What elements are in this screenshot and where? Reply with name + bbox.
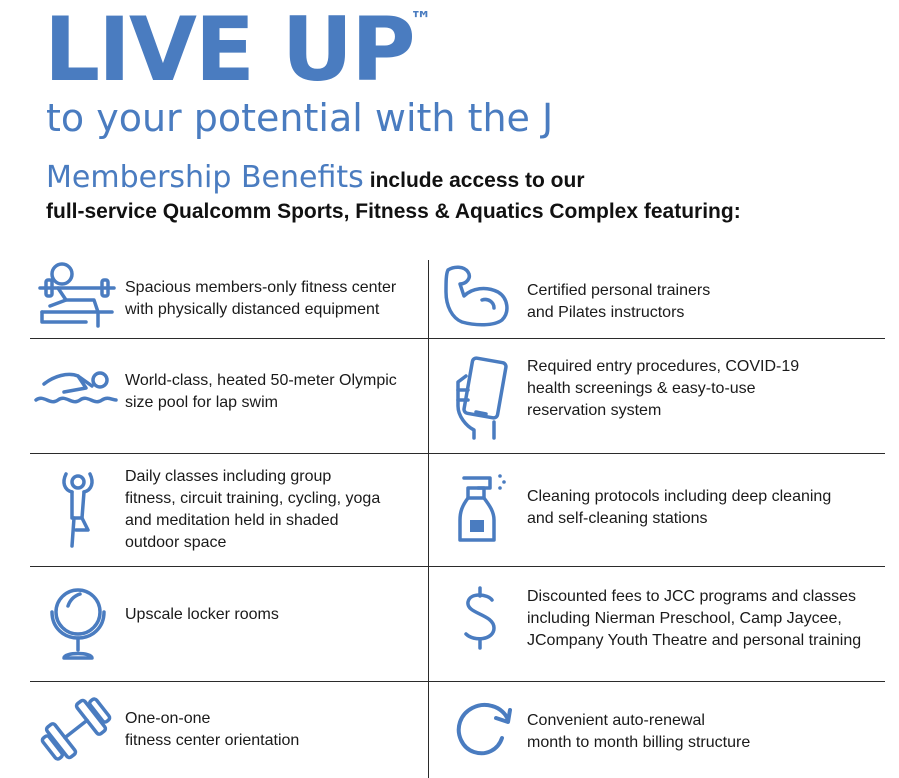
- dumbbell-icon: [38, 696, 114, 762]
- benefit-text: Discounted fees to JCC programs and clas…: [527, 588, 862, 649]
- dollar-sign-icon: [460, 586, 500, 650]
- benefit-text: Required entry procedures, COVID-19 heal…: [527, 358, 800, 419]
- benefit-text: World-class, heated 50-meter Olympic siz…: [125, 372, 397, 411]
- benefits-intro: include access to our: [369, 169, 585, 192]
- weightlifting-bench-icon: [36, 260, 118, 330]
- flexed-arm-icon: [442, 262, 512, 328]
- column-divider: [428, 260, 429, 778]
- trademark-symbol: ™: [410, 8, 432, 33]
- benefit-text: Upscale locker rooms: [125, 606, 279, 623]
- benefit-text: One-on-one fitness center orientation: [125, 710, 300, 749]
- benefits-intro-line2: full-service Qualcomm Sports, Fitness & …: [46, 200, 741, 223]
- row-divider: [30, 338, 885, 339]
- row-divider: [30, 681, 885, 682]
- hand-phone-icon: [452, 356, 508, 440]
- benefit-text: Spacious members-only fitness center wit…: [125, 279, 397, 318]
- spray-bottle-icon: [454, 472, 508, 544]
- benefit-text: Certified personal trainers and Pilates …: [527, 282, 711, 321]
- benefits-grid: Spacious members-only fitness center wit…: [30, 248, 885, 778]
- row-divider: [30, 566, 885, 567]
- benefit-text: Cleaning protocols including deep cleani…: [527, 488, 832, 527]
- benefit-text: Convenient auto-renewal month to month b…: [527, 712, 751, 751]
- yoga-pose-icon: [58, 470, 98, 550]
- benefit-text: Daily classes including group fitness, c…: [125, 468, 381, 551]
- mirror-icon: [48, 582, 108, 662]
- renewal-arrow-icon: [452, 698, 514, 760]
- row-divider: [30, 453, 885, 454]
- hero-title: LIVE UP: [44, 0, 416, 101]
- swimmer-icon: [34, 366, 118, 412]
- benefits-title: Membership Benefits: [46, 160, 364, 195]
- hero-subtitle: to your potential with the J: [46, 96, 554, 140]
